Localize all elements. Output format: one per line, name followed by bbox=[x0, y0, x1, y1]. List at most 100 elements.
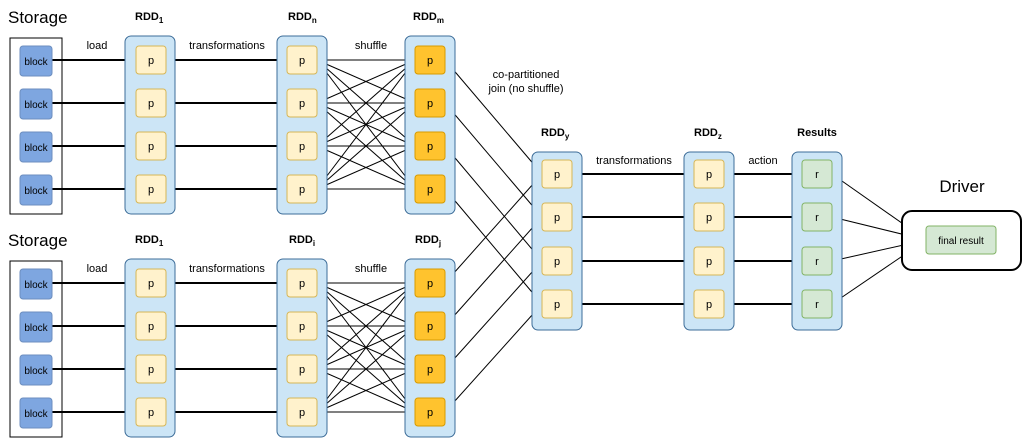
rdd-container bbox=[404, 258, 456, 438]
shuffle-edge bbox=[316, 145, 416, 190]
partition bbox=[541, 289, 573, 319]
rdd-title: RDDi bbox=[289, 234, 315, 248]
partition-label: p bbox=[427, 141, 433, 153]
partition-label: p bbox=[427, 278, 433, 290]
shuffle-edge bbox=[316, 59, 416, 104]
results-container bbox=[791, 151, 843, 331]
partition bbox=[135, 397, 167, 427]
partition-label: p bbox=[148, 55, 154, 67]
result-item bbox=[801, 159, 833, 189]
partition bbox=[135, 268, 167, 298]
partition bbox=[286, 397, 318, 427]
join-edge bbox=[444, 188, 543, 305]
action-label: action bbox=[748, 155, 777, 167]
load-label: load bbox=[87, 40, 108, 52]
partition-label: p bbox=[554, 169, 560, 181]
partition bbox=[541, 202, 573, 232]
rdd-title: RDDm bbox=[413, 11, 444, 25]
partition-label: p bbox=[299, 321, 305, 333]
rdd-title: RDDj bbox=[415, 234, 441, 248]
partition-label: p bbox=[299, 98, 305, 110]
partition bbox=[693, 202, 725, 232]
result-item bbox=[801, 246, 833, 276]
partition-label: p bbox=[299, 141, 305, 153]
storage-block-label: block bbox=[24, 57, 48, 68]
partition bbox=[286, 45, 318, 75]
partition bbox=[693, 159, 725, 189]
shuffled-partition bbox=[414, 354, 446, 384]
partition bbox=[286, 311, 318, 341]
rdd-container bbox=[531, 151, 583, 331]
partition-label: p bbox=[554, 212, 560, 224]
storage-block bbox=[19, 131, 53, 163]
join-label-line-1: co-partitioned bbox=[493, 69, 560, 81]
storage-block-label: block bbox=[24, 100, 48, 111]
storage-title: Storage bbox=[8, 8, 68, 27]
partition-label: p bbox=[706, 299, 712, 311]
rdd-container bbox=[124, 258, 176, 438]
rdd-title: RDDy bbox=[541, 127, 570, 141]
storage-block-label: block bbox=[24, 186, 48, 197]
partition-label: p bbox=[427, 55, 433, 67]
thick-edges bbox=[52, 56, 803, 416]
partition bbox=[286, 88, 318, 118]
result-label: r bbox=[815, 212, 819, 224]
partition-label: p bbox=[427, 364, 433, 376]
storage-block-label: block bbox=[24, 409, 48, 420]
storage-block-label: block bbox=[24, 323, 48, 334]
partition bbox=[693, 289, 725, 319]
storage-title: Storage bbox=[8, 231, 68, 250]
partition bbox=[286, 268, 318, 298]
partition bbox=[286, 131, 318, 161]
partition-label: p bbox=[554, 299, 560, 311]
partition bbox=[286, 174, 318, 204]
partition bbox=[135, 131, 167, 161]
shuffle-label: shuffle bbox=[355, 40, 387, 52]
storage-block bbox=[19, 311, 53, 343]
shuffle-edge bbox=[316, 59, 416, 190]
partition-label: p bbox=[299, 278, 305, 290]
shuffled-partition bbox=[414, 311, 446, 341]
rdd-container bbox=[276, 258, 328, 438]
load-label: load bbox=[87, 263, 108, 275]
partition bbox=[286, 354, 318, 384]
shuffle-edge bbox=[316, 282, 416, 370]
partition-label: p bbox=[299, 364, 305, 376]
result-item bbox=[801, 289, 833, 319]
shuffle-edge bbox=[316, 59, 416, 147]
storage-block-label: block bbox=[24, 366, 48, 377]
shuffled-partition bbox=[414, 45, 446, 75]
join-edge bbox=[444, 260, 543, 370]
partition-label: p bbox=[148, 278, 154, 290]
partition bbox=[693, 246, 725, 276]
partition-label: p bbox=[148, 98, 154, 110]
rdd-title: RDD1 bbox=[135, 234, 164, 248]
rdd-container bbox=[404, 35, 456, 215]
pipeline-bottom: Storage block block block block load RDD… bbox=[8, 231, 456, 438]
rdd-title: RDDz bbox=[694, 127, 722, 141]
driver-title: Driver bbox=[939, 177, 985, 196]
partition bbox=[541, 246, 573, 276]
shuffle-edge bbox=[316, 325, 416, 413]
storage-block bbox=[19, 397, 53, 429]
partition-label: p bbox=[706, 212, 712, 224]
shuffled-partition bbox=[414, 268, 446, 298]
shuffle-edge bbox=[316, 102, 416, 190]
storage-frame bbox=[9, 37, 63, 215]
downstream-stage: co-partitioned join (no shuffle) RDDy p … bbox=[487, 69, 1022, 331]
partition bbox=[135, 45, 167, 75]
partition-label: p bbox=[148, 407, 154, 419]
final-result-label: final result bbox=[938, 236, 984, 247]
shuffle-edge bbox=[316, 282, 416, 327]
shuffled-partition bbox=[414, 174, 446, 204]
shuffled-partition bbox=[414, 88, 446, 118]
storage-block-label: block bbox=[24, 280, 48, 291]
transformations-label: transformations bbox=[189, 263, 265, 275]
shuffled-partition bbox=[414, 397, 446, 427]
thin-edges bbox=[316, 57, 927, 415]
result-label: r bbox=[815, 169, 819, 181]
result-item bbox=[801, 202, 833, 232]
storage-block bbox=[19, 354, 53, 386]
result-label: r bbox=[815, 256, 819, 268]
